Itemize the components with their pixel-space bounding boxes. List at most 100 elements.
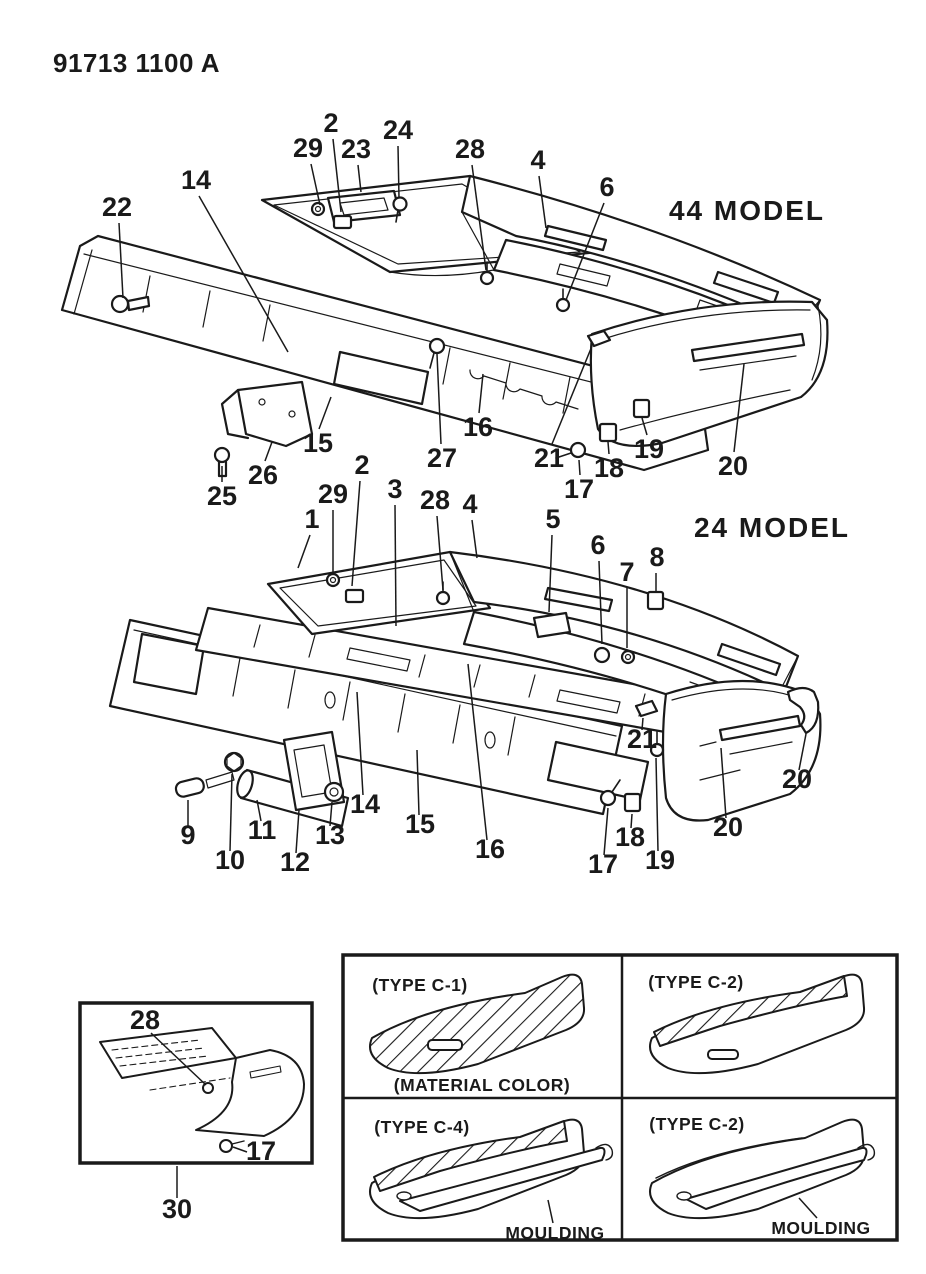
screw-17-shaft: [555, 452, 572, 459]
diagram-24: 1 2 29 3 28 4 5 6 7 8 9 10 11 12 13 14 1…: [108, 450, 850, 879]
leader-line: [264, 441, 273, 462]
bumper-c1-slot: [427, 1039, 463, 1051]
part-nut-10: [223, 751, 245, 773]
inset-callout-17: 17: [246, 1136, 276, 1166]
rail-slot: [346, 647, 411, 672]
leader-line: [471, 519, 478, 559]
callout-15: 15: [303, 428, 333, 458]
part-washer-29b: [325, 572, 341, 588]
detail-line: [249, 1065, 282, 1079]
leader-line: [538, 175, 547, 229]
bumper-c4-moulding: [399, 1146, 606, 1212]
washer-29b-hole: [329, 576, 337, 584]
part-bracket-5: [532, 611, 572, 639]
callout-4: 4: [530, 145, 545, 175]
face-panel-24-inner: [279, 559, 477, 627]
diagram-44-callouts: 2 24 29 23 28 4 6 14 22 15 16 27 21 17 1…: [102, 108, 748, 511]
callout-17: 17: [588, 849, 618, 879]
tube-11-end: [236, 769, 254, 799]
bumper-c2b-crease: [655, 1137, 803, 1179]
page-title: 91713 1100 A: [53, 48, 220, 78]
part-face-panel-24: [266, 550, 492, 636]
callout-23: 23: [341, 134, 371, 164]
callout-20: 20: [718, 451, 748, 481]
leader-line: [310, 163, 321, 206]
part-bolt-28b: [435, 590, 451, 606]
callout-2: 2: [354, 450, 369, 480]
type-table: (TYPE C-1) (MATERIAL COLOR) (TYPE C-2) (…: [341, 953, 899, 1243]
part-screw-24: [392, 196, 408, 212]
bumper-c2-slot: [707, 1049, 739, 1060]
part-clip-21: [586, 329, 612, 348]
leader-line: [229, 773, 233, 852]
diagram-44-leaders: [118, 138, 745, 482]
part-bolt-under-28: [479, 270, 495, 286]
leader-line: [548, 534, 553, 613]
diagram-24-leaders: [187, 480, 807, 856]
callout-2: 2: [323, 108, 338, 138]
bumper-c4-moulding-hook: [595, 1143, 614, 1161]
callout-29: 29: [318, 479, 348, 509]
rail-slot: [543, 224, 608, 252]
callout-19: 19: [634, 434, 664, 464]
model-24-label: 24 MODEL: [694, 512, 850, 543]
part-face-bar-24: [448, 550, 800, 694]
leader-line: [641, 717, 644, 731]
detail-line: [556, 263, 611, 287]
part-bolt-25: [213, 446, 231, 464]
callout-21: 21: [627, 724, 657, 754]
part-clip-19: [632, 398, 651, 419]
part-washer-7: [620, 649, 636, 665]
callout-24: 24: [383, 115, 413, 145]
part-cap-9: [174, 777, 205, 798]
leader-line: [329, 801, 333, 827]
rail-slot: [556, 689, 621, 714]
inset-panel-hatch: [111, 1039, 209, 1067]
rib-line: [473, 664, 481, 688]
leader-line: [603, 807, 609, 856]
fascia-moulding-slot: [690, 332, 806, 363]
leader-line: [720, 747, 727, 819]
inset-body-details: [121, 1057, 282, 1091]
dash-line: [115, 1047, 205, 1059]
part-fascia-44: [589, 300, 829, 447]
moulding-label-c4: MOULDING: [505, 1223, 604, 1243]
part-clip-21b: [634, 699, 659, 718]
part-screw-17b: [599, 789, 617, 807]
leader-line: [332, 138, 342, 213]
callout-28: 28: [455, 134, 485, 164]
nut-10-hex: [226, 752, 242, 772]
bolt-22-shaft: [126, 295, 151, 312]
bracket-hole: [288, 410, 296, 418]
moulding-label-c2: MOULDING: [771, 1218, 870, 1238]
callout-25: 25: [207, 481, 237, 511]
rib-line: [452, 704, 461, 744]
part-bolt-22: [110, 294, 130, 314]
bracket-26-arm: [220, 388, 250, 440]
callout-15: 15: [405, 809, 435, 839]
leader-line: [436, 353, 442, 445]
screw-17b-shaft: [611, 779, 621, 793]
callout-7: 7: [619, 557, 634, 587]
leader-line: [198, 195, 289, 353]
callout-16: 16: [475, 834, 505, 864]
diagram-44: 2 24 29 23 28 4 6 14 22 15 16 27 21 17 1…: [60, 108, 829, 511]
callout-14: 14: [350, 789, 380, 819]
screw-24-shaft: [395, 209, 399, 223]
rib-line: [253, 624, 261, 648]
fascia-moulding-slot: [718, 714, 802, 742]
leader-line: [551, 345, 593, 445]
part-fascia-24: [661, 679, 822, 822]
detail-line: [121, 1057, 237, 1079]
leader-line: [416, 749, 420, 816]
bumper-c2b-moulding-hook: [857, 1143, 876, 1161]
part-clip-18: [598, 422, 618, 443]
callout-22: 22: [102, 192, 132, 222]
callout-14: 14: [181, 165, 211, 195]
leader-line: [118, 222, 124, 299]
bumper-c2b-moulding: [685, 1146, 868, 1210]
rib-line: [528, 674, 536, 698]
leader-line: [150, 1032, 207, 1086]
